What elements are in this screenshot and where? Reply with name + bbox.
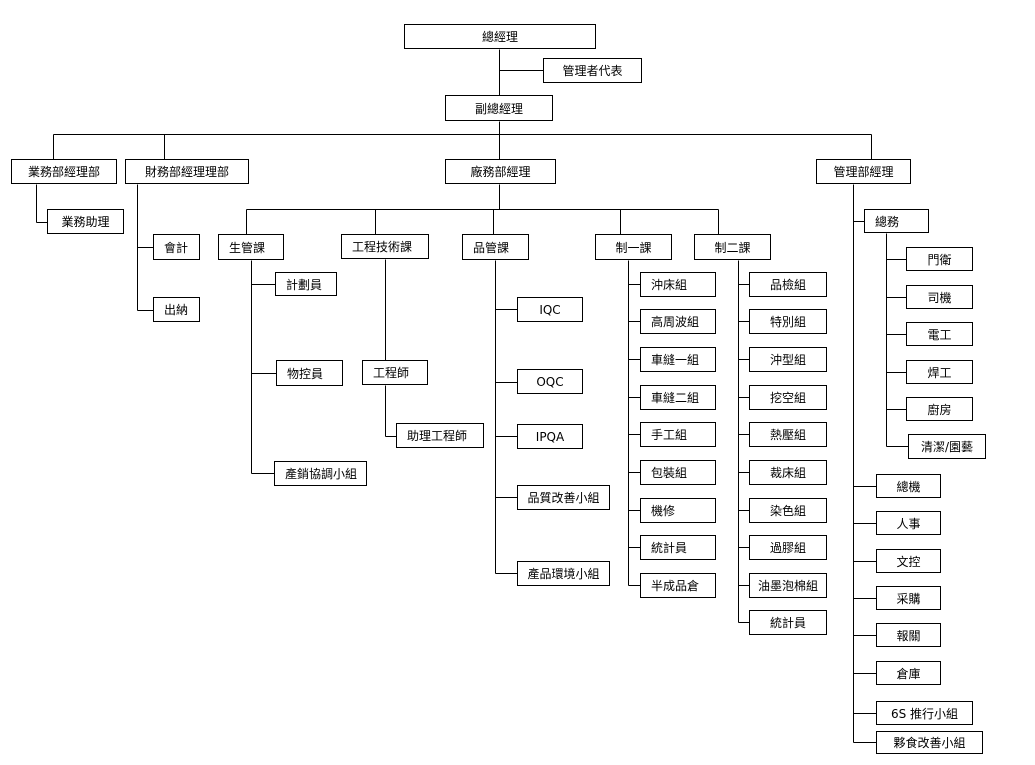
node-quality-item: 產品環境小組 [517,561,610,586]
node-general-manager: 總經理 [404,24,596,49]
node-production-1-item: 車縫二組 [640,385,716,410]
node-general-affairs-item: 門衛 [906,247,973,271]
node-quality: 品管課 [462,234,529,260]
node-general-affairs-item: 清潔/園藝 [908,434,986,459]
node-admin-item: 總機 [876,474,941,498]
node-factory-manager: 廠務部經理 [445,159,556,184]
node-finance-manager: 財務部經理理部 [125,159,249,184]
node-planner: 計劃員 [275,272,337,296]
node-management-representative: 管理者代表 [543,58,642,83]
node-admin-item: 文控 [876,549,941,573]
node-production-2-item: 品檢組 [749,272,827,297]
node-admin-item: 倉庫 [876,661,941,685]
node-production-sales-team: 產銷協調小組 [274,461,367,486]
node-admin-item: 報關 [876,623,941,647]
node-production-1-item: 半成品倉 [640,573,716,598]
node-assistant-engineer: 助理工程師 [396,423,484,448]
node-production-2-item: 挖空組 [749,385,827,410]
node-admin-item: 人事 [876,511,941,535]
node-production-1: 制一課 [595,234,672,260]
node-production-2-item: 沖型組 [749,347,827,372]
node-production-2-item: 裁床組 [749,460,827,485]
node-production-2-item: 統計員 [749,610,827,635]
node-production-1-item: 機修 [640,498,716,523]
node-production-2-item: 油墨泡棉組 [749,573,827,598]
node-production-1-item: 高周波組 [640,309,716,334]
node-quality-item: IQC [517,297,583,322]
node-production-2: 制二課 [694,234,771,260]
node-production-2-item: 染色組 [749,498,827,523]
node-production-2-item: 特別組 [749,309,827,334]
node-quality-item: IPQA [517,424,583,449]
node-production-1-item: 統計員 [640,535,716,560]
node-production-1-item: 沖床組 [640,272,716,297]
node-sales-manager: 業務部經理部 [11,159,117,184]
node-material-controller: 物控員 [276,360,343,386]
node-admin-item: 夥食改善小組 [876,731,983,754]
node-quality-item: OQC [517,369,583,394]
node-engineer: 工程師 [362,360,428,385]
node-production-1-item: 包裝組 [640,460,716,485]
node-production-1-item: 手工組 [640,422,716,447]
node-engineering: 工程技術課 [341,234,429,259]
node-production-2-item: 過膠組 [749,535,827,560]
node-quality-item: 品質改善小組 [517,485,610,510]
node-general-affairs-item: 電工 [906,322,973,346]
node-admin-manager: 管理部經理 [816,159,911,184]
node-production-1-item: 車縫一組 [640,347,716,372]
node-sales-assistant: 業務助理 [47,209,124,234]
node-production-2-item: 熱壓組 [749,422,827,447]
node-general-affairs-item: 司機 [906,285,973,309]
node-general-affairs: 總務 [864,209,929,233]
node-cashier: 出納 [153,297,200,322]
node-admin-item: 采購 [876,586,941,610]
node-general-affairs-item: 焊工 [906,360,973,384]
node-accounting: 會計 [153,234,200,260]
node-general-affairs-item: 廚房 [906,397,973,421]
node-production-control: 生管課 [218,234,284,260]
node-admin-item: 6S 推行小組 [876,701,973,725]
node-deputy-general-manager: 副總經理 [445,95,553,121]
